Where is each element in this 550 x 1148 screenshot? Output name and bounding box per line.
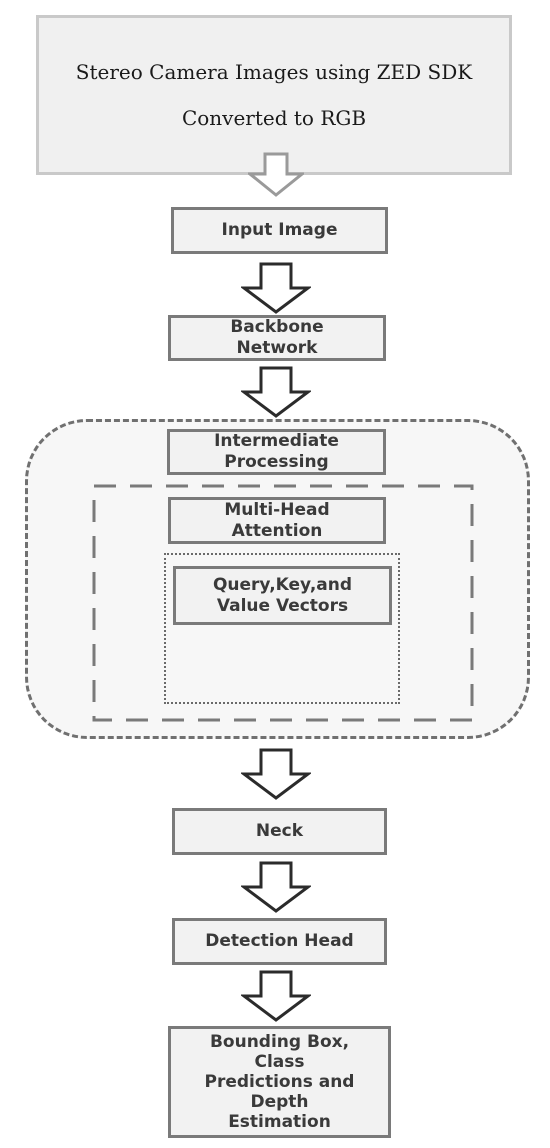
intermediate-box: Intermediate Processing — [167, 429, 386, 475]
neck-label: Neck — [255, 821, 304, 841]
arrow-down-icon — [248, 152, 304, 197]
arrow-down-icon — [241, 262, 311, 314]
intermediate-label: Intermediate Processing — [214, 431, 339, 472]
backbone-box: Backbone Network — [168, 315, 386, 361]
arrow-down-icon — [241, 748, 311, 800]
input-image-label: Input Image — [221, 220, 338, 240]
arrow-down-icon — [241, 366, 311, 418]
detection-head-box: Detection Head — [172, 918, 387, 965]
multi-head-label: Multi-Head Attention — [224, 499, 330, 541]
qkv-box: Query,Key,and Value Vectors — [173, 566, 392, 625]
neck-box: Neck — [172, 808, 387, 855]
backbone-label: Backbone Network — [230, 317, 324, 358]
output-box: Bounding Box, Class Predictions and Dept… — [168, 1026, 391, 1138]
multi-head-box: Multi-Head Attention — [168, 497, 386, 544]
qkv-label: Query,Key,and Value Vectors — [212, 574, 353, 616]
arrow-down-icon — [241, 970, 311, 1022]
detection-head-label: Detection Head — [205, 931, 354, 951]
output-label: Bounding Box, Class Predictions and Dept… — [204, 1032, 355, 1132]
source-line-2: Converted to RGB — [181, 106, 367, 130]
source-box: Stereo Camera Images using ZED SDK Conve… — [36, 15, 512, 175]
source-line-1: Stereo Camera Images using ZED SDK — [75, 60, 473, 84]
input-image-box: Input Image — [171, 207, 388, 254]
attention-region-border — [92, 484, 474, 722]
arrow-down-icon — [241, 861, 311, 913]
qkv-region — [164, 553, 400, 704]
